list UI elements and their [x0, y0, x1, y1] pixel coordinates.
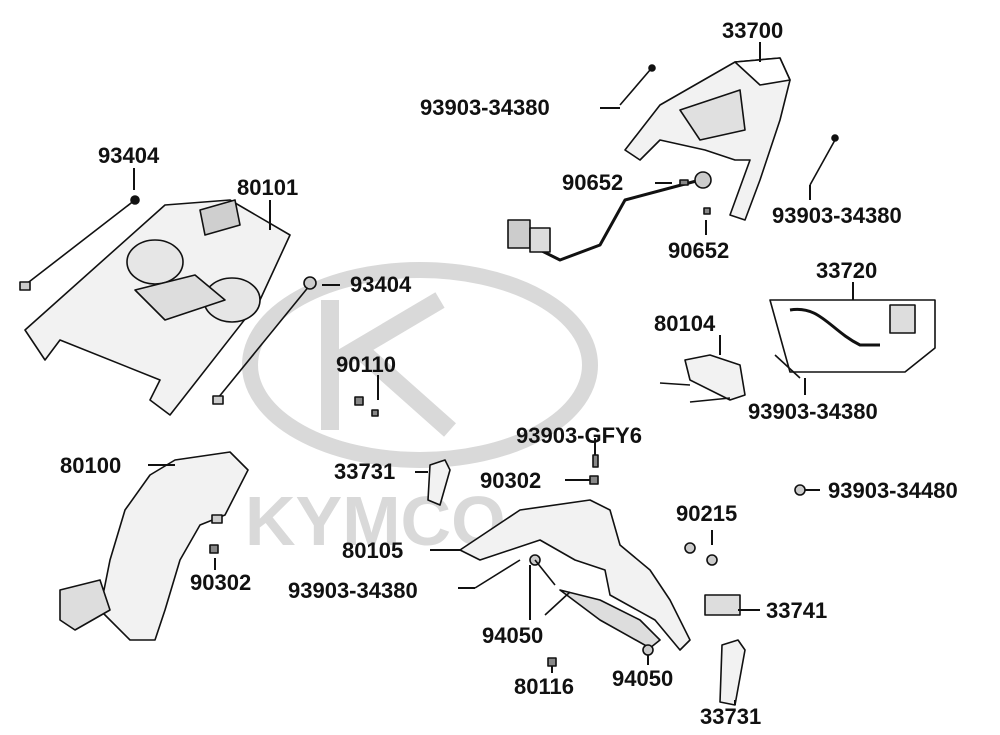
label-80100: 80100	[60, 453, 122, 478]
label-90302: 90302	[190, 570, 252, 595]
tail-light-33700	[507, 57, 791, 262]
leader-lines	[133, 42, 854, 705]
label-93903-34380: 93903-34380	[772, 203, 902, 228]
label-33741: 33741	[766, 598, 828, 623]
bolt-90110	[354, 396, 379, 417]
license-cover-80104	[659, 354, 801, 403]
screw-93903-34480	[794, 484, 806, 496]
bolt-93404-a	[19, 195, 140, 291]
rear-cover-80101	[24, 199, 291, 416]
screw-93903-gfy6	[592, 454, 599, 468]
label-33731: 33731	[700, 704, 762, 729]
nut-80116	[547, 657, 557, 667]
label-94050: 94050	[612, 666, 674, 691]
label-93404: 93404	[98, 143, 160, 168]
label-33720: 33720	[816, 258, 878, 283]
clip-90652-a	[679, 179, 689, 186]
label-93903-34380: 93903-34380	[748, 399, 878, 424]
label-90110: 90110	[336, 352, 396, 377]
screw-93903-34380-bracket-2	[544, 591, 571, 616]
license-bracket-80105	[459, 499, 691, 651]
plate-33741	[704, 594, 741, 616]
screw-93903-34380-top	[619, 64, 656, 106]
label-80101: 80101	[237, 175, 299, 200]
bolt-93404-b	[212, 276, 317, 405]
label-93903-gfy6: 93903-GFY6	[516, 423, 642, 448]
nut-90215	[684, 542, 718, 566]
label-90302: 90302	[480, 468, 542, 493]
nut-90302-b	[589, 475, 599, 485]
label-93903-34380: 93903-34380	[288, 578, 418, 603]
label-90215: 90215	[676, 501, 738, 526]
label-90652: 90652	[668, 238, 730, 263]
label-90652: 90652	[562, 170, 624, 195]
license-light-33720	[769, 299, 936, 373]
label-94050: 94050	[482, 623, 544, 648]
rear-fender-80100	[59, 451, 249, 641]
screw-94050	[529, 554, 654, 656]
kymco-watermark	[242, 262, 598, 468]
label-93903-34380: 93903-34380	[420, 95, 550, 120]
label-80105: 80105	[342, 538, 404, 563]
kymco-watermark-text: KYMCO	[245, 482, 506, 560]
label-33700: 33700	[722, 18, 784, 43]
label-80116: 80116	[514, 674, 574, 699]
label-80104: 80104	[654, 311, 716, 336]
label-93404: 93404	[350, 272, 412, 297]
clip-90652-b	[703, 207, 711, 215]
screw-93903-34380-bracket	[474, 559, 521, 589]
reflector-33731-b	[719, 639, 746, 706]
label-93903-34480: 93903-34480	[828, 478, 958, 503]
label-33731: 33731	[334, 459, 396, 484]
screw-93903-34380-right	[809, 134, 839, 186]
reflector-33731-a	[427, 459, 451, 506]
